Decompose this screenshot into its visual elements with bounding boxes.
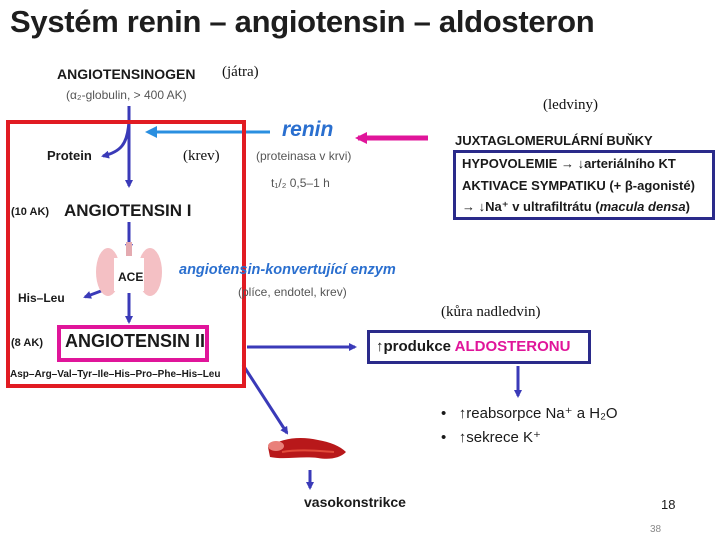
kidney-label: (ledviny)	[543, 97, 598, 113]
arrow-protein-branch	[101, 119, 131, 159]
juxta-line-3: → ↓Na⁺ v ultrafiltrátu (macula densa)	[462, 199, 690, 214]
angiotensin-conversion-frame	[6, 120, 246, 388]
his-leu-label: His–Leu	[18, 291, 65, 305]
lungs-icon	[96, 242, 162, 296]
angiotensin-ii-label: ANGIOTENSIN II	[65, 331, 206, 351]
juxta-line-2: AKTIVACE SYMPATIKU (+ β-agonisté)	[462, 178, 695, 193]
page-number: 38	[650, 524, 662, 535]
ace-full-name: angiotensin-konvertující enzym	[179, 262, 396, 278]
ak8-label: (8 AK)	[11, 337, 43, 349]
juxta-line-1: HYPOVOLEMIE → ↓arteriálního KT	[462, 156, 676, 171]
globulin-label: (α₂-globulin, > 400 AK)	[66, 88, 187, 102]
blood-vessel-icon	[268, 438, 346, 459]
angiotensinogen-label: ANGIOTENSINOGEN	[57, 66, 196, 82]
angiotensin-ii-box	[57, 325, 209, 362]
aldosterone-production: ↑produkce ALDOSTERONU	[376, 338, 571, 355]
juxta-heading: JUXTAGLOMERULÁRNÍ BUŇKY	[455, 133, 653, 148]
slide-number: 18	[661, 497, 676, 512]
liver-label: (játra)	[222, 64, 259, 80]
effect-item: • ↑sekrece K⁺	[441, 429, 541, 446]
ace-label: ACE	[118, 270, 144, 284]
angiotensin-i-label: ANGIOTENSIN I	[64, 201, 192, 220]
adrenal-cortex-label: (kůra nadledvin)	[441, 304, 541, 320]
protein-label: Protein	[47, 148, 92, 163]
renin-detail: (proteinasa v krvi)	[256, 149, 352, 163]
aldosterone-box	[367, 330, 591, 364]
renin-half-life: t₁/₂ 0,5–1 h	[271, 176, 330, 190]
slide-title: Systém renin – angiotensin – aldosteron	[10, 4, 595, 39]
arrow-ang2-to-vessel	[241, 364, 289, 435]
effect-item: • ↑reabsorpce Na⁺ a H₂O	[441, 405, 618, 422]
blood-label: (krev)	[183, 148, 220, 164]
ak10-label: (10 AK)	[11, 206, 50, 218]
juxtaglomerular-box	[453, 150, 715, 220]
vasoconstriction-label: vasokonstrikce	[304, 494, 406, 510]
ace-sites: (plíce, endotel, krev)	[238, 285, 347, 299]
renin-label: renin	[282, 118, 334, 141]
peptide-sequence: Asp–Arg–Val–Tyr–Ile–His–Pro–Phe–His–Leu	[10, 369, 221, 380]
